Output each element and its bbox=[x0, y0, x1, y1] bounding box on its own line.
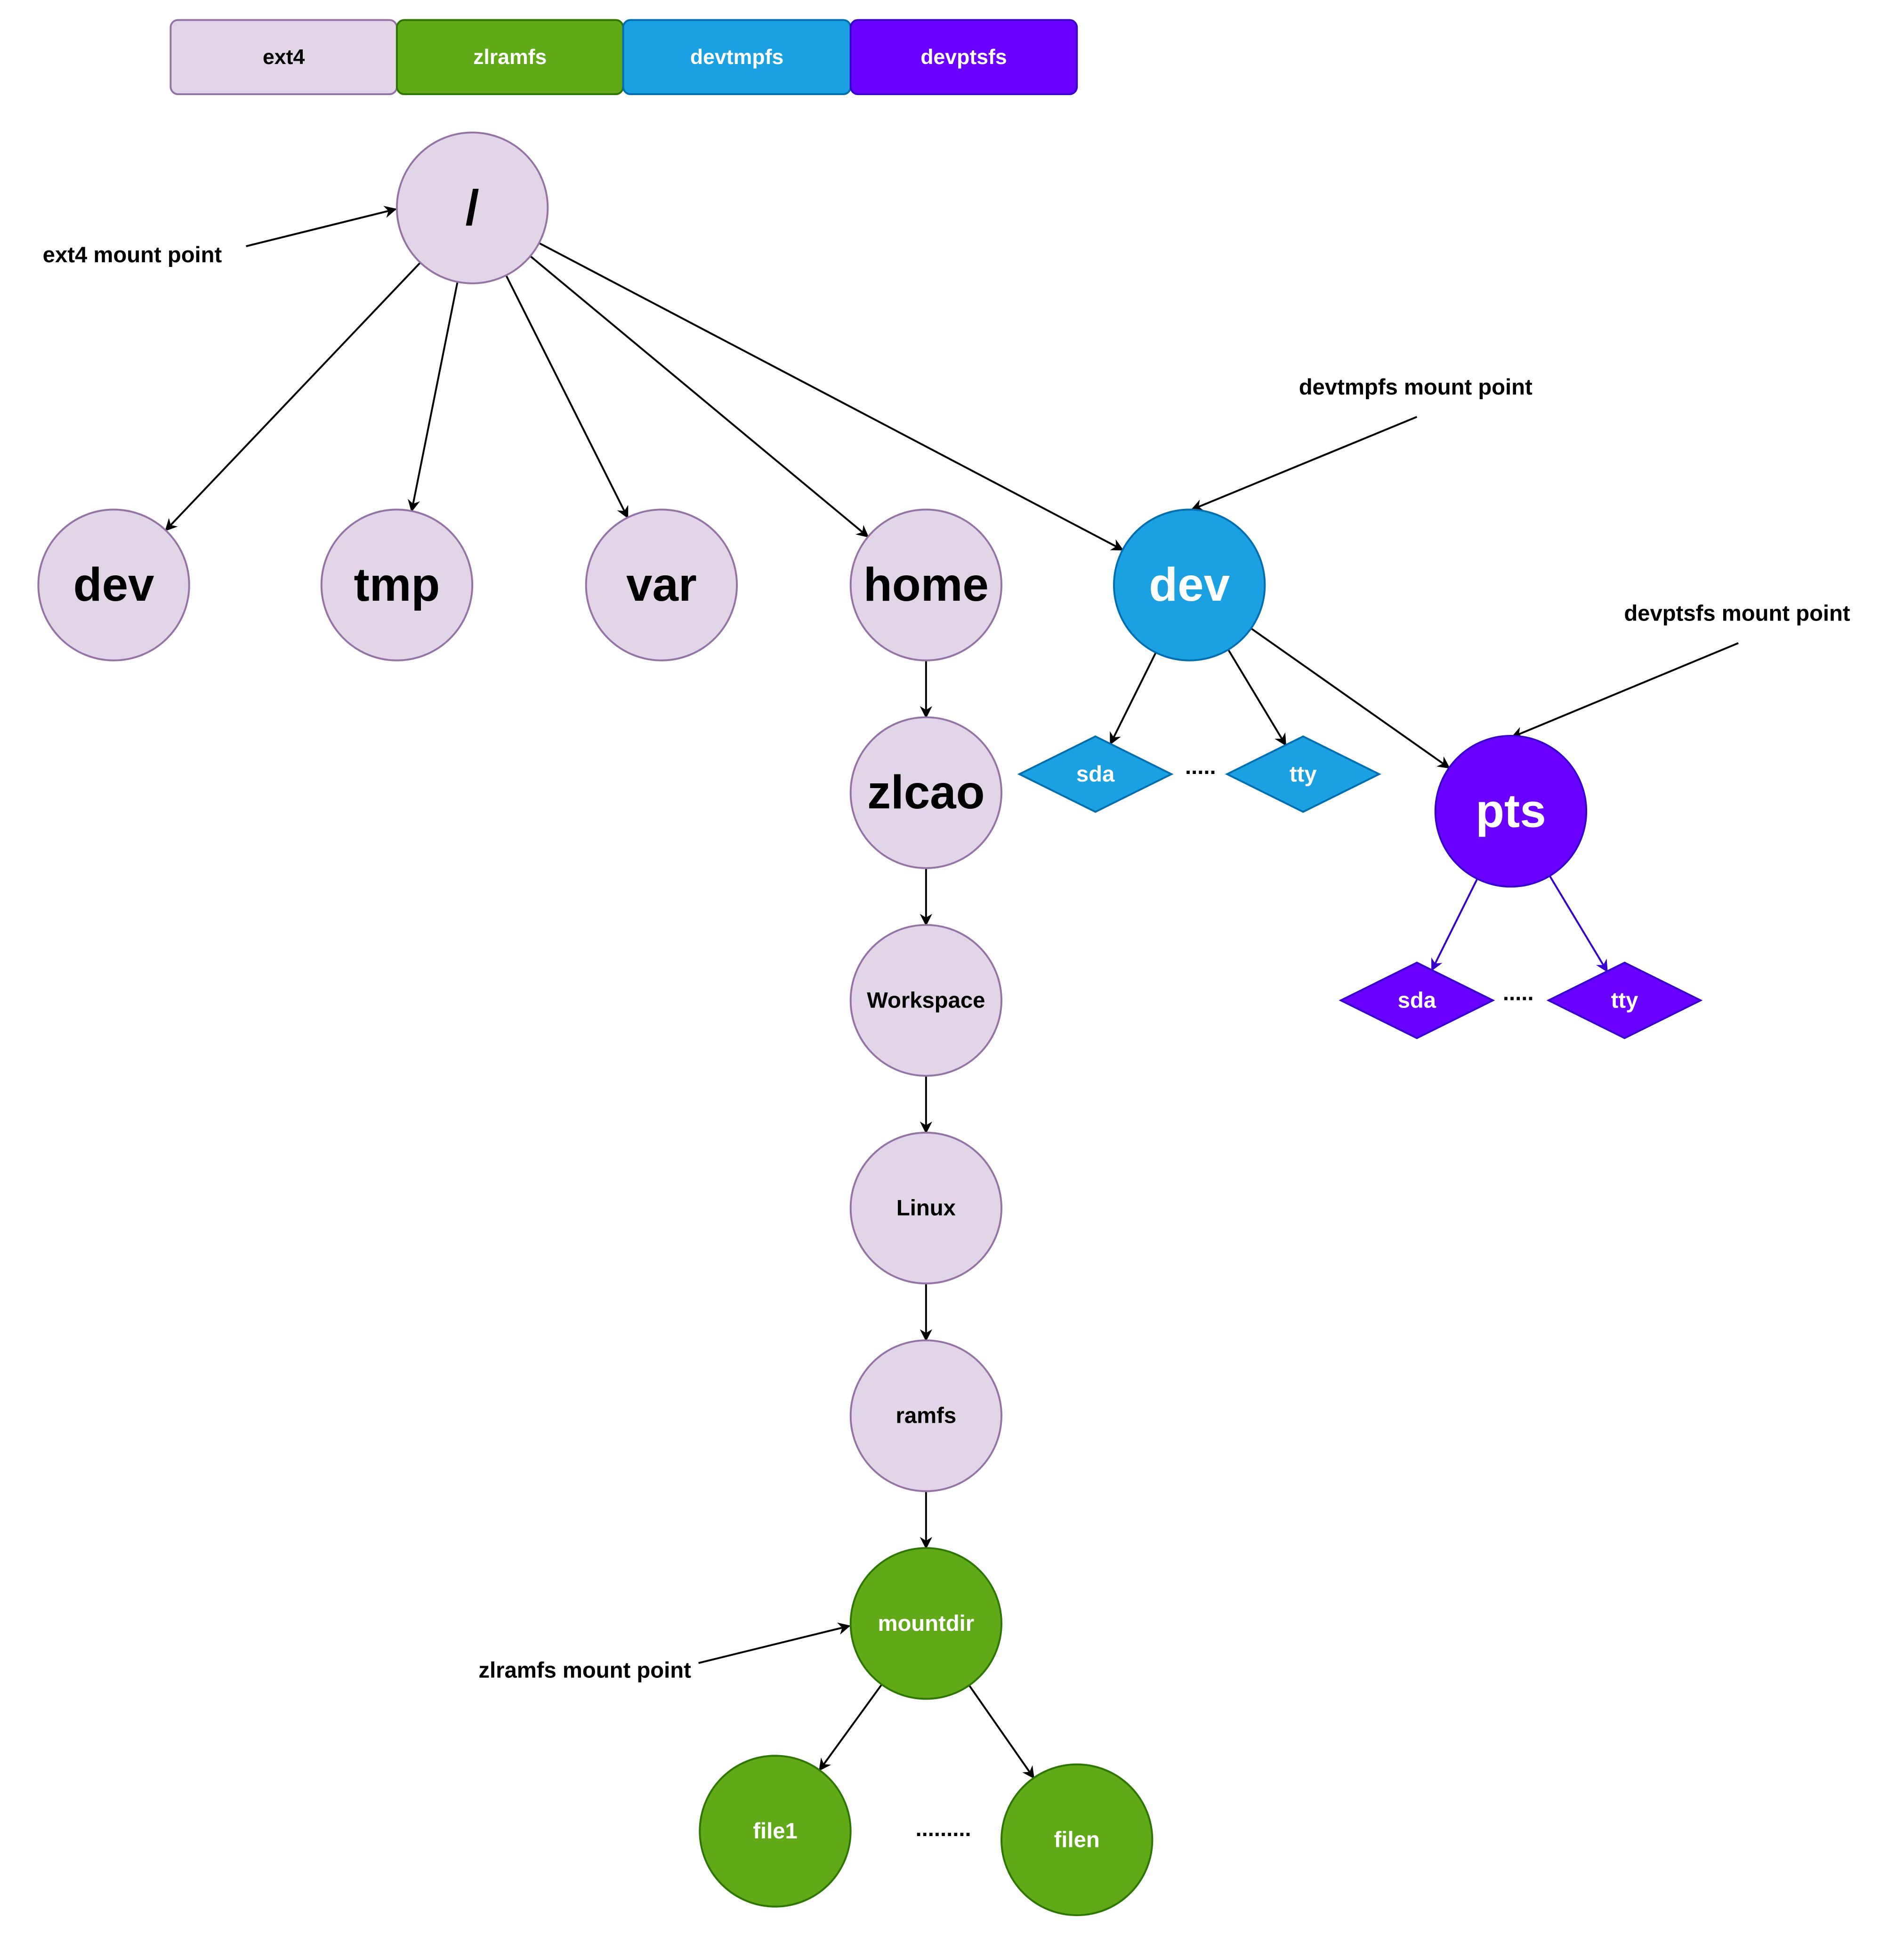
node-pts-label: pts bbox=[1476, 785, 1546, 838]
edge-root-to-home bbox=[530, 255, 869, 538]
ellipses: ..... ..... ......... bbox=[916, 754, 1534, 1841]
node-workspace: Workspace bbox=[849, 924, 1003, 1077]
node-home-circle bbox=[849, 508, 1003, 661]
node-ramfs-circle bbox=[849, 1339, 1003, 1492]
legend-zlramfs: zlramfs bbox=[395, 19, 624, 96]
node-dev-devtmpfs-label: dev bbox=[1149, 559, 1230, 611]
ext4-mount-point-arrow bbox=[246, 206, 397, 247]
ext4-mount-point-label: ext4 mount point bbox=[43, 242, 222, 267]
node-tty-devtmpfs-label: tty bbox=[1290, 762, 1317, 787]
node-workspace-label: Workspace bbox=[867, 988, 985, 1013]
node-sda-devptsfs-label: sda bbox=[1398, 988, 1436, 1013]
node-var: var bbox=[585, 508, 738, 661]
edge-root-to-var bbox=[505, 274, 629, 519]
node-dev-ext4-circle bbox=[37, 508, 190, 661]
edge-mountdir-to-file1 bbox=[819, 1684, 883, 1772]
node-root-circle bbox=[395, 131, 549, 284]
node-tmp-circle bbox=[320, 508, 474, 661]
node-tmp-label: tmp bbox=[354, 559, 440, 611]
node-ramfs-label: ramfs bbox=[896, 1403, 957, 1428]
node-dev-devtmpfs: dev bbox=[1113, 508, 1266, 661]
node-zlcao-circle bbox=[849, 716, 1003, 869]
node-linux-label: Linux bbox=[896, 1196, 956, 1221]
edge-root-to-dev-devtmpfs bbox=[538, 242, 1124, 551]
annotation-arrows bbox=[246, 206, 1739, 1664]
devptsfs-mount-point-label: devptsfs mount point bbox=[1624, 601, 1850, 626]
node-tty-devtmpfs-diamond bbox=[1225, 735, 1381, 813]
edge-pts-to-sda-devptsfs bbox=[1431, 878, 1478, 971]
node-sda-devptsfs-diamond bbox=[1339, 961, 1495, 1040]
devtmpfs-mount-point-label: devtmpfs mount point bbox=[1299, 375, 1533, 400]
edge-root-to-dev-ext4 bbox=[165, 262, 421, 532]
node-file1-circle bbox=[699, 1755, 852, 1908]
edges bbox=[165, 242, 1608, 1779]
edge-pts-to-tty-devptsfs bbox=[1549, 875, 1608, 973]
devptsfs-mount-point-arrow bbox=[1511, 642, 1739, 739]
node-root: / bbox=[395, 131, 549, 284]
edge-mountdir-to-filen bbox=[968, 1684, 1035, 1779]
node-linux: Linux bbox=[849, 1131, 1003, 1285]
edge-root-to-tmp bbox=[408, 282, 459, 513]
node-sda-devtmpfs-label: sda bbox=[1076, 762, 1115, 787]
node-zlcao: zlcao bbox=[849, 716, 1003, 869]
nodes: / dev tmp var home dev sda tty pts sda tty zlcaoWor… bbox=[37, 131, 1703, 1917]
legend: ext4 zlramfs devtmpfs devptsfs bbox=[169, 19, 1078, 96]
devtmpfs-mount-point-arrow bbox=[1191, 416, 1418, 511]
node-sda-devptsfs: sda bbox=[1339, 961, 1495, 1040]
node-mountdir-circle bbox=[849, 1547, 1003, 1700]
node-filen-circle bbox=[1000, 1763, 1154, 1917]
node-tty-devptsfs: tty bbox=[1546, 961, 1703, 1040]
node-tty-devtmpfs: tty bbox=[1225, 735, 1381, 813]
legend-devptsfs: devptsfs bbox=[849, 19, 1078, 96]
node-linux-circle bbox=[849, 1131, 1003, 1285]
node-pts-circle bbox=[1434, 734, 1588, 888]
legend-ext4-label: ext4 bbox=[263, 46, 305, 69]
edge-dev-devtmpfs-to-sda-devtmpfs bbox=[1109, 652, 1157, 745]
zlramfs-mount-point-label: zlramfs mount point bbox=[478, 1658, 691, 1683]
node-home-label: home bbox=[863, 559, 989, 611]
node-mountdir: mountdir bbox=[849, 1547, 1003, 1700]
node-dev-ext4: dev bbox=[37, 508, 190, 661]
ellipsis-devptsfs: ..... bbox=[1503, 981, 1534, 1006]
legend-zlramfs-label: zlramfs bbox=[473, 46, 547, 69]
node-home: home bbox=[849, 508, 1003, 661]
legend-ext4: ext4 bbox=[169, 19, 398, 96]
edge-dev-devtmpfs-to-tty-devtmpfs bbox=[1227, 649, 1287, 746]
node-workspace-circle bbox=[849, 924, 1003, 1077]
node-pts: pts bbox=[1434, 734, 1588, 888]
ellipsis-devtmpfs: ..... bbox=[1185, 754, 1216, 779]
node-mountdir-label: mountdir bbox=[878, 1611, 974, 1636]
legend-devptsfs-label: devptsfs bbox=[920, 46, 1007, 69]
node-var-circle bbox=[585, 508, 738, 661]
node-sda-devtmpfs: sda bbox=[1017, 735, 1174, 813]
node-root-label: / bbox=[466, 180, 479, 235]
legend-devtmpfs: devtmpfs bbox=[622, 19, 852, 96]
node-dev-ext4-label: dev bbox=[73, 559, 154, 611]
node-filen: filen bbox=[1000, 1763, 1154, 1917]
ellipsis-files: ......... bbox=[916, 1816, 971, 1841]
edge-dev-devtmpfs-to-pts bbox=[1251, 628, 1451, 769]
node-zlcao-label: zlcao bbox=[867, 766, 985, 819]
legend-devtmpfs-label: devtmpfs bbox=[690, 46, 783, 69]
node-sda-devtmpfs-diamond bbox=[1017, 735, 1174, 813]
node-var-label: var bbox=[626, 559, 697, 611]
node-file1: file1 bbox=[699, 1755, 852, 1908]
annotations: ext4 mount point devtmpfs mount point de… bbox=[43, 242, 1850, 1683]
node-file1-label: file1 bbox=[753, 1819, 798, 1844]
node-tty-devptsfs-diamond bbox=[1546, 961, 1703, 1040]
node-dev-devtmpfs-circle bbox=[1113, 508, 1266, 661]
node-ramfs: ramfs bbox=[849, 1339, 1003, 1492]
node-tmp: tmp bbox=[320, 508, 474, 661]
node-tty-devptsfs-label: tty bbox=[1611, 988, 1638, 1013]
node-filen-label: filen bbox=[1054, 1827, 1100, 1852]
zlramfs-mount-point-arrow bbox=[698, 1622, 851, 1664]
